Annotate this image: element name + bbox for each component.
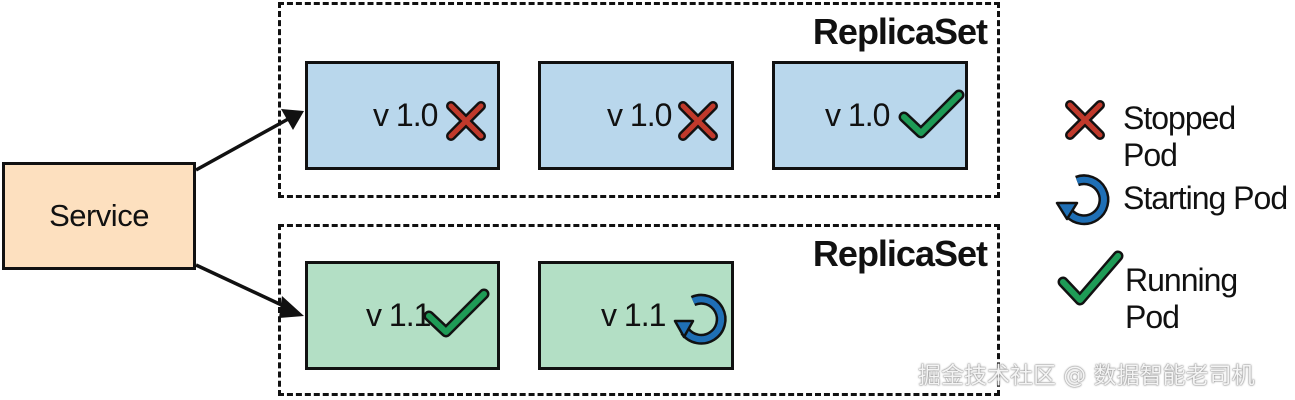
stopped-pod-icon xyxy=(678,101,718,141)
pod-v1-1-running: v 1.1 xyxy=(305,261,500,370)
pod-version: v 1.0 xyxy=(373,97,438,133)
starting-pod-icon xyxy=(673,293,727,345)
replicaset-label: ReplicaSet xyxy=(812,11,988,52)
pod-v1-1-starting: v 1.1 xyxy=(538,261,734,370)
legend-running-icon xyxy=(1057,250,1124,306)
legend-starting-label: Starting Pod xyxy=(1123,180,1288,216)
watermark: 掘金技术社区 @ 数据智能老司机 xyxy=(918,363,1255,389)
replicaset-label: ReplicaSet xyxy=(812,233,988,274)
legend-starting-icon xyxy=(1055,174,1110,226)
legend-stopped-label: Stopped Pod xyxy=(1123,100,1236,173)
arrow-to-replicaset-2 xyxy=(195,263,304,318)
stopped-pod-icon xyxy=(446,101,486,141)
legend-stopped-icon xyxy=(1065,100,1105,140)
pod-v1-0-stopped-1: v 1.0 xyxy=(305,61,500,170)
arrow-to-replicaset-1 xyxy=(195,109,304,172)
pod-version: v 1.1 xyxy=(601,297,666,333)
pod-v1-0-stopped-2: v 1.0 xyxy=(538,61,734,170)
pod-version: v 1.0 xyxy=(825,97,890,133)
pod-version: v 1.0 xyxy=(607,97,672,133)
service-label: Service xyxy=(49,198,149,233)
replicaset-v1-0: ReplicaSet xyxy=(278,2,1000,198)
replicaset-v1-1: ReplicaSet xyxy=(278,224,1000,396)
legend-running-label: Running Pod xyxy=(1125,262,1238,335)
service-box: Service xyxy=(2,162,196,270)
pod-version: v 1.1 xyxy=(366,297,431,333)
running-pod-icon xyxy=(423,288,490,338)
running-pod-icon xyxy=(898,89,965,139)
pod-v1-0-running: v 1.0 xyxy=(772,61,968,170)
